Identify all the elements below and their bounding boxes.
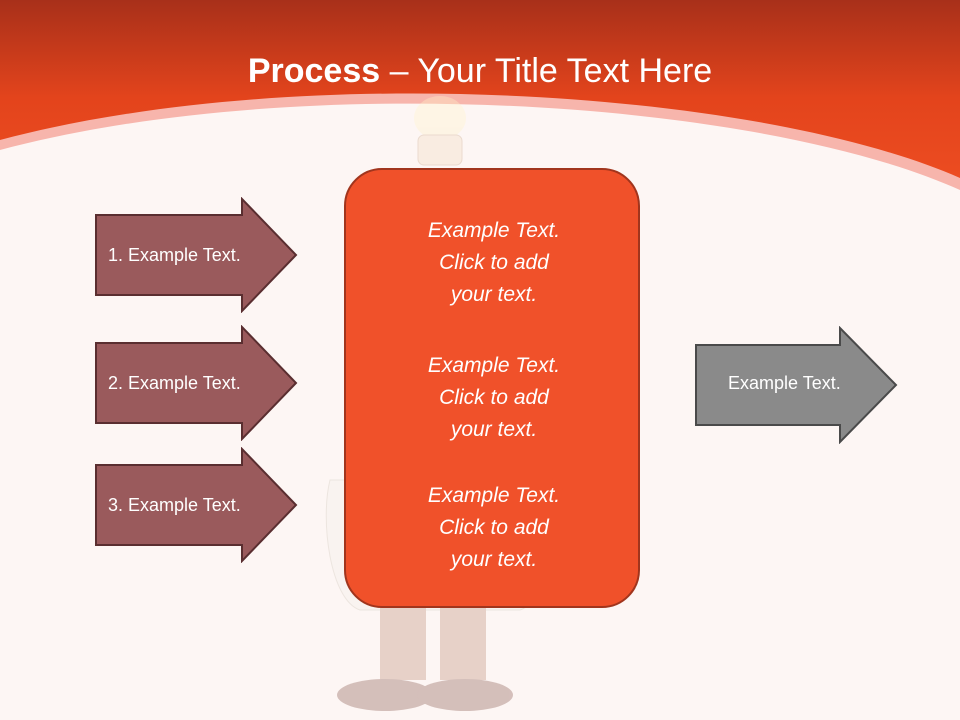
- center-line: Click to add: [439, 516, 549, 539]
- center-line: Click to add: [439, 251, 549, 274]
- header-banner: [0, 0, 960, 190]
- center-text-box[interactable]: Example Text. Click to add your text. Ex…: [344, 168, 640, 608]
- center-line: your text.: [450, 283, 538, 306]
- arrow-right-shape: [695, 326, 898, 444]
- center-line: Example Text.: [427, 484, 561, 507]
- center-text-block-3: Example Text. Click to add your text.: [346, 480, 642, 576]
- title-rest: Your Title Text Here: [417, 52, 713, 90]
- center-text-block-2: Example Text. Click to add your text.: [346, 350, 642, 446]
- title-dash: –: [380, 52, 418, 90]
- page-title: Process – Your Title Text Here: [0, 52, 960, 91]
- left-arrow-3[interactable]: 3. Example Text.: [94, 447, 300, 563]
- title-bold: Process: [247, 52, 381, 90]
- right-arrow-label: Example Text.: [728, 373, 841, 393]
- center-line: Click to add: [439, 386, 549, 409]
- left-arrow-1[interactable]: 1. Example Text.: [94, 197, 300, 313]
- center-line: your text.: [450, 418, 538, 441]
- arrow-right-shape: [95, 197, 298, 313]
- left-arrow-label: 2. Example Text.: [108, 373, 241, 393]
- center-line: your text.: [450, 548, 538, 571]
- left-arrow-2[interactable]: 2. Example Text.: [94, 325, 300, 441]
- arrow-right-shape: [95, 447, 298, 563]
- center-line: Example Text.: [427, 219, 561, 242]
- center-text-block-1: Example Text. Click to add your text.: [346, 215, 642, 311]
- right-arrow[interactable]: Example Text.: [694, 326, 900, 444]
- left-arrow-label: 3. Example Text.: [108, 495, 241, 515]
- left-arrow-label: 1. Example Text.: [108, 245, 241, 265]
- center-line: Example Text.: [427, 354, 561, 377]
- arrow-right-shape: [95, 325, 298, 441]
